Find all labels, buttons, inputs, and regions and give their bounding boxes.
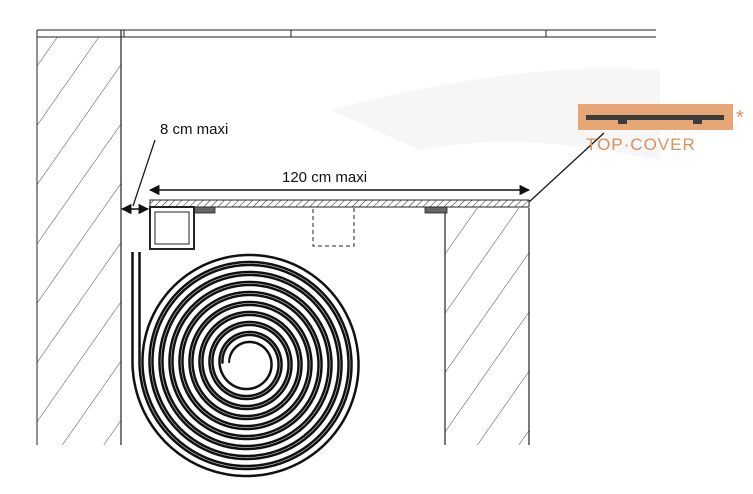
top-cover-board bbox=[149, 199, 530, 214]
coil-band-fill bbox=[133, 252, 358, 475]
brand-leader-line bbox=[528, 132, 605, 203]
top-cover-logo: * TOP·COVER bbox=[578, 104, 744, 154]
left-wall bbox=[36, 30, 122, 445]
shutter-coil bbox=[131, 252, 360, 478]
dashed-bracket bbox=[312, 206, 355, 247]
span-dimension: 120 cm maxi bbox=[148, 169, 531, 196]
logo-wordmark: TOP·COVER bbox=[586, 135, 696, 154]
guide-box bbox=[149, 206, 195, 250]
gap-dimension-label: 8 cm maxi bbox=[160, 121, 228, 138]
background-shading bbox=[330, 68, 660, 160]
ceiling bbox=[37, 29, 656, 38]
coil-hub bbox=[230, 345, 266, 381]
span-dimension-label: 120 cm maxi bbox=[282, 169, 367, 186]
right-wall bbox=[444, 208, 530, 445]
gap-dimension: 8 cm maxi bbox=[120, 121, 228, 215]
logo-asterisk: * bbox=[736, 107, 744, 129]
